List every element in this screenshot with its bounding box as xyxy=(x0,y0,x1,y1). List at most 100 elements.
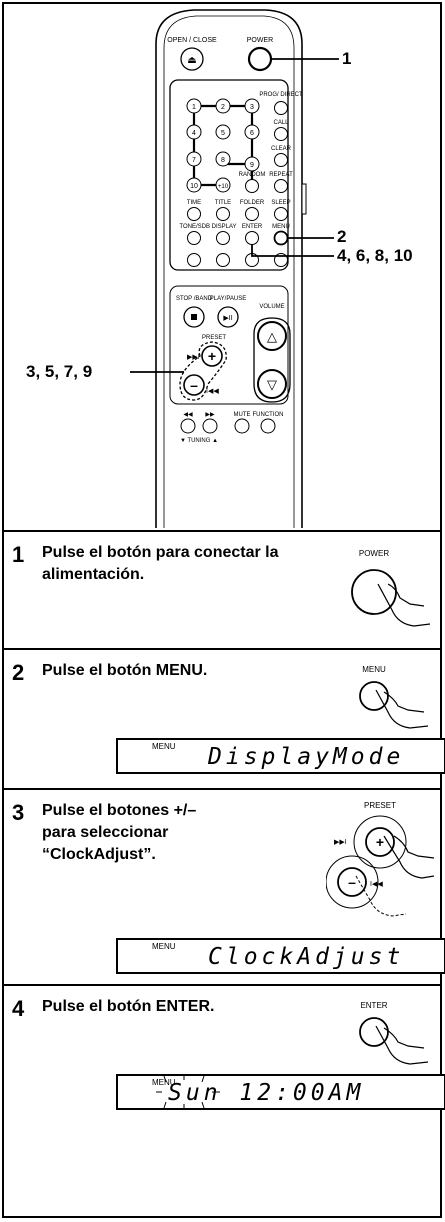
rewind-icon: ◀◀ xyxy=(183,412,193,418)
tuning-label: ▼ TUNING ▲ xyxy=(180,438,218,444)
number-button-8[interactable] xyxy=(215,151,231,167)
play-pause-label: PLAY/PAUSE xyxy=(210,296,246,302)
clear-label: CLEAR xyxy=(271,146,292,152)
open-close-button[interactable] xyxy=(180,47,204,71)
enter-label: ENTER xyxy=(242,224,263,230)
prog-direct-button[interactable] xyxy=(274,101,288,115)
menu-label: MENU xyxy=(272,224,290,230)
preset-minus-button[interactable] xyxy=(183,374,205,396)
folder-label: FOLDER xyxy=(240,200,265,206)
callout-2: 2 xyxy=(337,227,347,246)
mute-label: MUTE xyxy=(234,412,251,418)
mute-button[interactable] xyxy=(234,418,250,434)
random-label: RANDOM xyxy=(239,172,266,178)
number-label-4: 4 xyxy=(192,130,196,137)
volume-down-button[interactable] xyxy=(257,369,287,399)
preset-label: PRESET xyxy=(202,335,226,341)
display-button[interactable] xyxy=(216,231,230,245)
hand-pressing-enter-icon: ENTER xyxy=(359,1001,429,1065)
callout-3-5-7-9: 3, 5, 7, 9 xyxy=(26,362,93,381)
step-number: 1 xyxy=(12,542,25,567)
sleep-button[interactable] xyxy=(274,207,288,221)
display-text: ClockAdjust xyxy=(208,944,405,970)
number-button-4[interactable] xyxy=(186,124,202,140)
skip-back-icon: I◀◀ xyxy=(206,388,219,395)
number-label-plus10: +10 xyxy=(218,184,229,190)
time-button[interactable] xyxy=(187,207,201,221)
callout-4-6-8-10: 4, 6, 8, 10 xyxy=(337,246,413,265)
number-label-9: 9 xyxy=(250,162,254,169)
preset-plus-button[interactable] xyxy=(201,345,223,367)
number-label-8: 8 xyxy=(221,157,225,164)
remote-illustration: OPEN / CLOSE ⏏ POWER 1 2 3 4 5 6 7 8 9 1… xyxy=(130,9,339,528)
stop-band-label: STOP /BAND xyxy=(176,296,213,302)
eject-icon: ⏏ xyxy=(187,55,196,66)
number-label-5: 5 xyxy=(221,130,225,137)
minus-icon: – xyxy=(190,377,198,393)
svg-text:I◀◀: I◀◀ xyxy=(370,881,383,888)
number-label-2: 2 xyxy=(221,104,225,111)
menu-button[interactable] xyxy=(273,230,289,246)
tuning-down-button[interactable] xyxy=(180,418,196,434)
skip-forward-icon: ▶▶I xyxy=(187,354,200,361)
power-button-label: POWER xyxy=(359,549,389,558)
number-label-1: 1 xyxy=(192,104,196,111)
number-button-7[interactable] xyxy=(186,151,202,167)
number-button-2[interactable] xyxy=(215,98,231,114)
random-button[interactable] xyxy=(245,179,259,193)
blank-button-1[interactable] xyxy=(187,253,201,267)
number-button-5[interactable] xyxy=(215,124,231,140)
hand-pressing-preset-icon: PRESET + – ▶▶I I◀◀ xyxy=(326,801,435,917)
function-label: FUNCTION xyxy=(253,412,284,418)
svg-text:–: – xyxy=(348,874,356,890)
number-label-3: 3 xyxy=(250,104,254,111)
prog-direct-label: PROG/ DIRECT xyxy=(259,92,303,98)
step-2-panel: 2 Pulse el botón MENU. MENU MENU Display… xyxy=(4,650,445,790)
preset-button-label: PRESET xyxy=(364,801,396,810)
number-button-9[interactable] xyxy=(244,156,260,172)
blink-marks-icon xyxy=(156,1074,220,1110)
hand-pressing-power-icon: POWER xyxy=(351,549,431,627)
number-button-6[interactable] xyxy=(244,124,260,140)
number-keypad: 1 2 3 4 5 6 7 8 9 10 +10 xyxy=(186,98,260,193)
number-label-6: 6 xyxy=(250,130,254,137)
number-button-3[interactable] xyxy=(244,98,260,114)
number-button-1[interactable] xyxy=(186,98,202,114)
repeat-button[interactable] xyxy=(274,179,288,193)
display-panel: MENU Sun 12:00AM xyxy=(116,1074,445,1110)
folder-button[interactable] xyxy=(245,207,259,221)
display-text: DisplayMode xyxy=(208,744,405,770)
tone-sdb-button[interactable] xyxy=(187,231,201,245)
volume-down-icon: ▽ xyxy=(267,377,277,392)
play-pause-button[interactable] xyxy=(217,306,239,328)
open-close-label: OPEN / CLOSE xyxy=(167,37,217,44)
step-1-panel: 1 Pulse el botón para conectar la alimen… xyxy=(4,532,440,650)
clear-button[interactable] xyxy=(274,153,288,167)
play-pause-icon: ▶II xyxy=(223,315,232,322)
volume-up-button[interactable] xyxy=(257,321,287,351)
call-button[interactable] xyxy=(274,127,288,141)
volume-up-icon: △ xyxy=(267,329,277,344)
tuning-up-button[interactable] xyxy=(202,418,218,434)
display-panel: MENU ClockAdjust xyxy=(116,938,445,974)
time-label: TIME xyxy=(187,200,201,206)
function-button[interactable] xyxy=(260,418,276,434)
number-button-plus10[interactable] xyxy=(215,177,231,193)
svg-text:+: + xyxy=(376,834,384,850)
fast-forward-icon: ▶▶ xyxy=(205,412,215,418)
volume-label: VOLUME xyxy=(259,304,284,310)
display-menu-indicator: MENU xyxy=(152,942,176,951)
blank-button-2[interactable] xyxy=(216,253,230,267)
number-button-10[interactable] xyxy=(186,177,202,193)
stop-icon xyxy=(191,314,197,320)
step-instruction: Pulse el botón MENU. xyxy=(42,662,208,679)
title-button[interactable] xyxy=(216,207,230,221)
step-number: 3 xyxy=(12,800,25,825)
svg-text:▶▶I: ▶▶I xyxy=(334,839,347,846)
power-button[interactable] xyxy=(247,46,273,72)
enter-button[interactable] xyxy=(245,231,259,245)
remote-panel: OPEN / CLOSE ⏏ POWER 1 2 3 4 5 6 7 8 9 1… xyxy=(4,4,440,532)
callout-1: 1 xyxy=(342,49,352,68)
sleep-label: SLEEP xyxy=(271,200,290,206)
